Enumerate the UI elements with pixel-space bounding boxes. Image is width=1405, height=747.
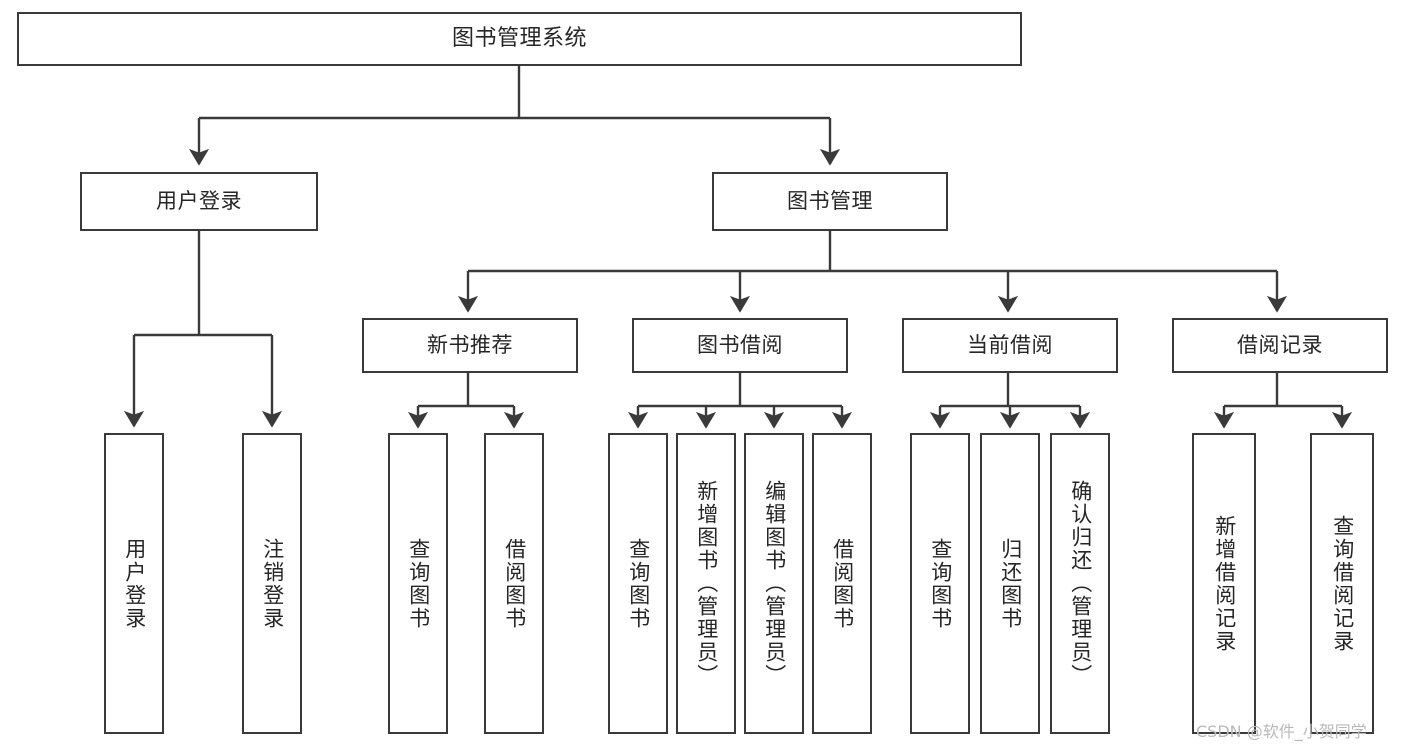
node-leaf-confirm-return[interactable]: 确认归还（管理员） <box>1050 433 1110 734</box>
node-root[interactable]: 图书管理系统 <box>17 12 1022 66</box>
node-new-book-rec-label: 新书推荐 <box>427 333 513 358</box>
node-leaf-query-book-2[interactable]: 查询图书 <box>608 433 668 734</box>
node-leaf-edit-book[interactable]: 编辑图书（管理员） <box>744 433 804 734</box>
node-leaf-user-logout-label: 注销登录 <box>260 537 285 630</box>
node-leaf-user-logout[interactable]: 注销登录 <box>242 433 302 734</box>
node-new-book-rec[interactable]: 新书推荐 <box>362 318 578 373</box>
node-leaf-query-book-1[interactable]: 查询图书 <box>388 433 448 734</box>
node-book-manage[interactable]: 图书管理 <box>712 172 948 231</box>
node-leaf-query-record[interactable]: 查询借阅记录 <box>1310 433 1374 734</box>
node-book-borrow[interactable]: 图书借阅 <box>632 318 848 373</box>
node-leaf-edit-book-label: 编辑图书（管理员） <box>762 480 787 687</box>
node-borrow-record[interactable]: 借阅记录 <box>1172 318 1388 373</box>
node-current-borrow-label: 当前借阅 <box>967 333 1053 358</box>
node-leaf-add-record-label: 新增借阅记录 <box>1212 514 1237 653</box>
node-leaf-borrow-book-1-label: 借阅图书 <box>502 537 527 630</box>
node-leaf-query-book-3[interactable]: 查询图书 <box>910 433 970 734</box>
node-leaf-user-login-label: 用户登录 <box>122 537 147 630</box>
node-user-login-label: 用户登录 <box>156 189 242 214</box>
node-leaf-return-book-label: 归还图书 <box>998 537 1023 630</box>
node-root-label: 图书管理系统 <box>451 26 587 52</box>
node-leaf-query-book-2-label: 查询图书 <box>626 537 651 630</box>
node-leaf-borrow-book-2[interactable]: 借阅图书 <box>812 433 872 734</box>
node-borrow-record-label: 借阅记录 <box>1237 333 1323 358</box>
node-leaf-borrow-book-2-label: 借阅图书 <box>830 537 855 630</box>
node-leaf-user-login[interactable]: 用户登录 <box>104 433 164 734</box>
node-leaf-return-book[interactable]: 归还图书 <box>980 433 1040 734</box>
node-leaf-add-book-label: 新增图书（管理员） <box>694 480 719 687</box>
csdn-watermark: CSDN @软件_小贺同学 <box>1196 722 1367 741</box>
node-current-borrow[interactable]: 当前借阅 <box>902 318 1118 373</box>
node-leaf-query-book-1-label: 查询图书 <box>406 537 431 630</box>
node-user-login[interactable]: 用户登录 <box>80 172 318 231</box>
node-leaf-query-record-label: 查询借阅记录 <box>1330 514 1355 653</box>
node-leaf-add-record[interactable]: 新增借阅记录 <box>1192 433 1256 734</box>
node-book-borrow-label: 图书借阅 <box>697 333 783 358</box>
node-leaf-borrow-book-1[interactable]: 借阅图书 <box>484 433 544 734</box>
node-leaf-query-book-3-label: 查询图书 <box>928 537 953 630</box>
node-leaf-add-book[interactable]: 新增图书（管理员） <box>676 433 736 734</box>
node-leaf-confirm-return-label: 确认归还（管理员） <box>1068 480 1093 687</box>
node-book-manage-label: 图书管理 <box>787 189 873 214</box>
